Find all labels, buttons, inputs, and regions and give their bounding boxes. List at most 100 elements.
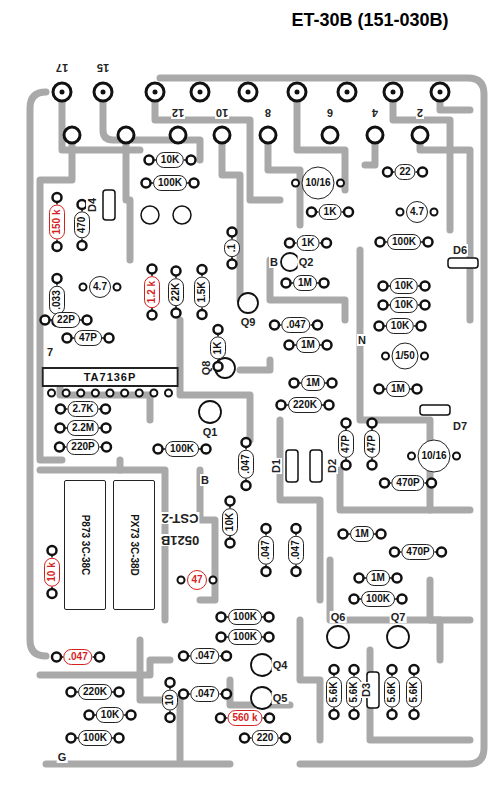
solder-pad <box>368 461 377 470</box>
solder-pad <box>375 322 384 331</box>
component-body: 10K <box>390 297 418 313</box>
solder-pad <box>393 574 402 583</box>
solder-pad <box>63 334 72 343</box>
board-label: 15 <box>96 62 110 74</box>
pad-hole <box>153 90 158 95</box>
solder-pad <box>222 652 231 661</box>
solder-pad <box>53 242 62 251</box>
component-body: 1.5K <box>194 276 210 307</box>
pad <box>412 127 428 143</box>
solder-pad <box>214 325 223 334</box>
solder-pad <box>55 443 64 452</box>
solder-pad <box>421 353 428 360</box>
component-value: 560 k <box>232 712 257 723</box>
component-value: 1/50 <box>395 350 414 361</box>
solder-pad <box>217 613 226 622</box>
component-value: TA7136P <box>84 371 137 383</box>
diode-symbol <box>103 190 115 220</box>
pad-hole <box>438 90 443 95</box>
capacitor-symbol <box>173 206 191 224</box>
transistor-symbol <box>387 626 409 648</box>
component-value: 22 <box>399 166 410 177</box>
solder-pad <box>187 156 196 165</box>
component-value: 100K <box>392 236 416 247</box>
pad <box>191 83 209 101</box>
pad-hole <box>345 90 350 95</box>
solder-pad <box>376 238 385 247</box>
solder-pad <box>56 405 65 414</box>
board-label: 6 <box>326 107 334 119</box>
component-body: 47P <box>74 330 102 346</box>
solder-pad <box>382 353 389 360</box>
component-value: 1M <box>391 383 405 394</box>
solder-pad <box>41 316 50 325</box>
trace <box>270 260 345 320</box>
diode-symbol <box>286 450 298 482</box>
pad <box>338 83 356 101</box>
component-value: 10K <box>161 154 179 165</box>
solder-pad <box>285 341 294 350</box>
component-value: 47P <box>340 435 351 453</box>
solder-pad <box>350 595 359 604</box>
trace <box>40 470 165 620</box>
solder-pad <box>313 321 322 330</box>
trace <box>155 92 280 200</box>
pad <box>64 127 80 143</box>
solder-pad <box>453 453 460 460</box>
component-body: 5.6K <box>384 676 400 707</box>
transistor-group <box>199 253 409 709</box>
pad <box>214 127 230 143</box>
component-value: 220 <box>257 732 274 743</box>
component-value: .047 <box>290 540 301 559</box>
trace <box>360 250 430 510</box>
pad <box>239 83 257 101</box>
solder-pad <box>48 589 57 598</box>
transistor-symbol <box>251 687 273 709</box>
component-value: 10K <box>391 320 409 331</box>
component-value: 220K <box>293 399 317 410</box>
solder-pad <box>265 633 274 642</box>
component-body: 5.6K <box>326 676 342 707</box>
solder-pad <box>292 567 301 576</box>
component-body: 5.6K <box>406 676 422 707</box>
component-value: 10K <box>395 299 413 310</box>
solder-pad <box>424 238 433 247</box>
ic-pin-pad <box>77 390 84 397</box>
solder-pad <box>344 208 353 217</box>
pad <box>53 83 71 101</box>
component-value: 100K <box>233 631 257 642</box>
board-label: Q7 <box>390 611 407 623</box>
solder-pad <box>398 595 407 604</box>
solder-pad <box>270 321 279 330</box>
solder-pad <box>80 284 87 291</box>
solder-pad <box>339 530 348 539</box>
pad <box>322 127 338 143</box>
component-body: 1K <box>210 337 226 360</box>
capacitor-body: 1/50 <box>392 343 419 370</box>
trace <box>117 460 124 470</box>
component-value: 470 <box>76 217 87 234</box>
solder-pad <box>101 405 110 414</box>
component-value: 10K <box>101 709 119 720</box>
component-value: .1 <box>226 244 237 252</box>
capacitor-body: 47 <box>187 570 207 590</box>
trace <box>280 420 320 600</box>
transistor-symbol <box>327 626 349 648</box>
solder-pad <box>242 438 251 447</box>
component-body: 100K <box>153 175 187 191</box>
component-value: 100K <box>83 732 107 743</box>
ic-pin-pad <box>92 390 99 397</box>
pad <box>260 127 276 143</box>
solder-pad <box>325 401 334 410</box>
solder-pad <box>397 209 404 216</box>
board-label: CST-2 <box>161 512 200 524</box>
capacitor-body: 10/16 <box>302 167 335 200</box>
board-label: 0521B <box>160 534 200 546</box>
solder-pad <box>431 209 438 216</box>
component-body: .047 <box>63 649 92 665</box>
component-body: 10 <box>162 689 178 710</box>
transformer-body: P873 3C-38C <box>64 480 106 610</box>
component-value: 4.7 <box>410 206 424 217</box>
solder-pad <box>228 260 237 269</box>
